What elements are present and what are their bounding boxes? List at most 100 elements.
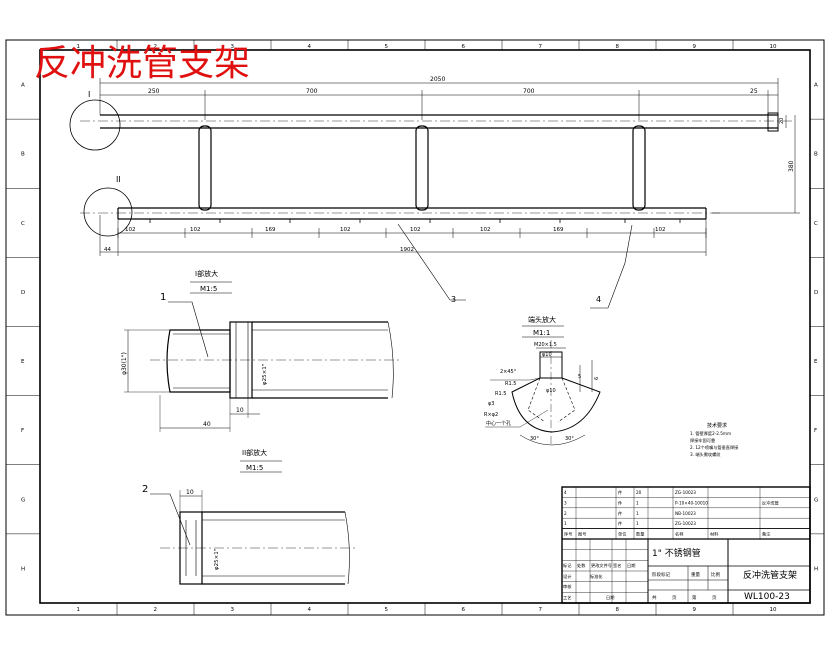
bom-header-cell: 名称 [675,531,683,538]
bom-cell: 1 [636,500,639,505]
border-col-top: 8 [616,44,620,50]
end-dia10: φ10 [542,352,552,358]
border-row-left: A [21,83,25,89]
dim-bottom-6: 102 [480,227,491,233]
detail-circle-I [69,99,121,151]
title-block-label: 设计 [563,573,571,580]
title-block-label: 更改文件号 [591,562,612,569]
dim-top-3: 700 [523,88,535,95]
end-angle2: 30° [565,436,574,442]
tech-notes-title: 技术要求 [707,422,727,429]
bom-cell: 3 [564,500,567,505]
dim-bottom-4: 102 [340,227,351,233]
border-row-right: F [814,428,817,434]
bom-header-cell: 数量 [636,531,644,538]
title-block-label: 签名 [613,562,621,569]
border-col-top: 2 [154,44,158,50]
end-dia10b: φ10 [546,388,556,394]
border-row-right: A [814,83,818,89]
bom-header-cell: 图号 [578,532,586,538]
end-dim6: 6 [594,377,600,380]
border-col-bottom: 8 [616,607,620,613]
detail-II-scale: M1:5 [246,464,263,472]
border-col-bottom: 10 [770,607,777,613]
border-col-bottom: 4 [308,607,312,613]
border-col-top: 4 [308,44,312,50]
detail-I: I部放大 M1:5 1 φ30(1") φ25×1" 40 10 [121,269,400,432]
bom-cell: ZG-10023 [675,490,696,495]
dim-bottom-2: 102 [190,227,201,233]
border-row-left: C [21,221,25,227]
tb-label-total: 共 [652,594,657,601]
detail-I-inner: φ25×1" [262,364,268,385]
detail-I-scale: M1:5 [200,285,217,293]
vertical-struts [198,125,646,211]
dim-overall: 2050 [430,76,445,83]
border-col-bottom: 5 [385,607,389,613]
detail-end-title: 端头放大 [528,315,556,324]
bom-cell: 2 [564,511,567,516]
bom-cell: 件 [618,520,622,527]
border-row-right: H [814,566,818,572]
callout-4: 4 [596,295,601,304]
callout-1: 1 [160,292,166,303]
dim-bottom-1: 102 [125,227,136,233]
bom-cell: 件 [618,510,622,517]
detail-circle-II [83,187,133,237]
border-col-top: 1 [77,44,81,50]
tb-label-scale: 比例 [711,571,720,578]
border-row-left: E [21,359,25,365]
title-block-label: 审核 [563,583,572,590]
end-angle1: 30° [530,436,539,442]
inner-frame [39,49,811,604]
tech-note-2: 焊接牢固可靠 [690,437,715,444]
end-dim5: 5 [578,374,581,380]
border-row-right: B [814,152,818,158]
end-thread: M20×1.5 [534,342,557,348]
label-I: I [88,90,90,99]
bom-cell: P-10×40-10010 [675,500,708,505]
bom-cell: 1 [636,511,639,516]
title-block-label: 日期 [606,595,614,601]
border-col-bottom: 2 [154,607,158,613]
detail-I-len1: 40 [203,421,211,428]
border-col-top: 7 [539,44,543,50]
main-view: I II 250 700 700 25 2050 20 380 102 102 … [69,76,800,309]
bom-cell: 件 [618,489,622,496]
end-r2: R1.5 [495,391,506,397]
tech-note-1: 1. 管壁厚度2-2.5mm [690,430,731,437]
drawing-name: 反冲洗管支架 [743,569,797,581]
dim-side-2: 380 [788,160,795,172]
detail-I-dia: φ30(1") [121,352,128,375]
outer-frame [5,39,825,616]
dim-top-2: 700 [306,88,318,95]
border-row-left: D [21,290,25,296]
dim-bottom-3: 169 [265,227,276,233]
title-block-label: 工艺 [563,595,571,600]
tech-note-4: 3. 端头需攻螺纹 [690,451,721,458]
part-name: 1" 不锈钢管 [652,547,701,559]
end-chamfer: 2×45° [500,369,517,375]
detail-II-title: II部放大 [242,448,267,457]
detail-II-top: 10 [186,489,194,496]
detail-II-inner: φ25×1" [214,549,220,570]
dim-bottom-7: 169 [553,227,564,233]
bom-cell: 1 [636,521,639,526]
dim-bottom-8: 102 [655,227,666,233]
border-row-right: C [814,221,818,227]
tb-label-weight: 重量 [691,571,700,578]
end-rxdia: R×φ2 [484,412,498,418]
drawing-no: WL100-23 [744,592,790,602]
bom-cell: ZG-10023 [675,521,696,526]
bom-header-cell: 材料 [710,531,719,538]
border-col-bottom: 7 [539,607,543,613]
bom-header-cell: 序号 [564,531,572,538]
border-col-bottom: 1 [77,607,81,613]
border-col-top: 9 [693,44,697,50]
bom-header-cell: 单位 [618,531,626,538]
detail-I-len2: 10 [236,407,244,414]
